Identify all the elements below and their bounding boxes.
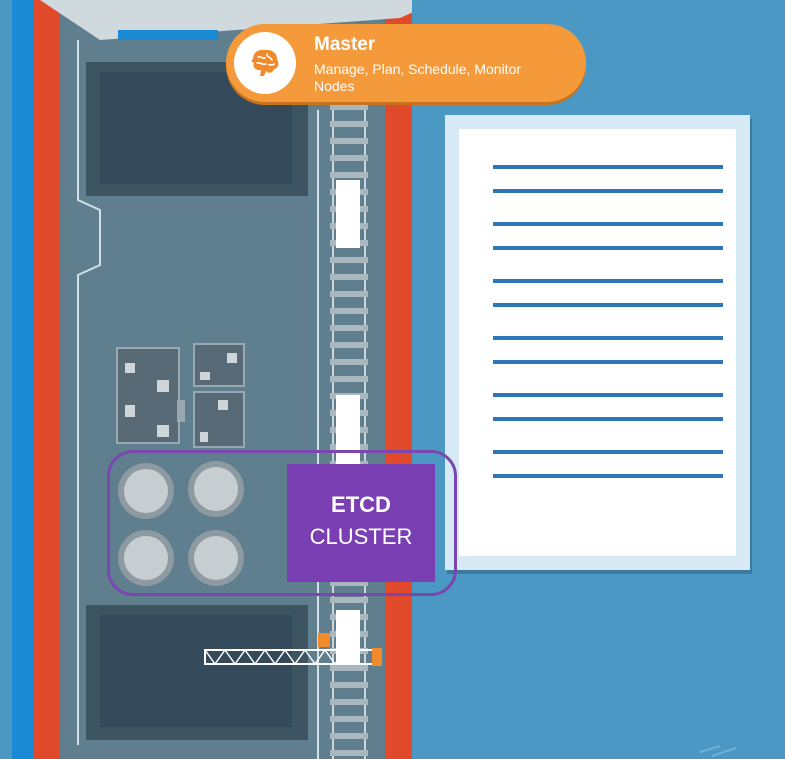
sea-wave-marks <box>699 745 737 757</box>
rail-tie <box>330 138 368 144</box>
document <box>445 115 750 570</box>
rail-tie <box>330 291 368 297</box>
deck-outline <box>77 40 101 745</box>
document-line <box>493 450 723 454</box>
cargo-hold-bottom-inner <box>100 615 292 727</box>
crate-detail <box>200 432 208 442</box>
rail-car <box>336 180 360 248</box>
rail-tie <box>330 376 368 382</box>
rail-tie <box>330 121 368 127</box>
crate-detail <box>200 372 210 380</box>
document-line <box>493 360 723 364</box>
crane-truss <box>204 648 346 666</box>
rail-tie <box>330 716 368 722</box>
document-line <box>493 474 723 478</box>
rail-tie <box>330 325 368 331</box>
etcd-subtitle: CLUSTER <box>309 524 413 549</box>
rail-tie <box>330 257 368 263</box>
rail-tie <box>330 597 368 603</box>
rail-tie <box>330 308 368 314</box>
document-line <box>493 279 723 283</box>
document-page <box>459 129 736 556</box>
etcd-disks <box>118 461 244 586</box>
document-line <box>493 246 723 250</box>
rail-tie <box>330 342 368 348</box>
master-description: Manage, Plan, Schedule, Monitor Nodes <box>314 61 522 94</box>
hull-red-stripe-left <box>34 0 62 759</box>
rail-tie <box>330 733 368 739</box>
rail-tie <box>330 699 368 705</box>
rail-tie <box>330 580 368 586</box>
cargo-crate-large <box>116 347 180 444</box>
crane-counterweight <box>372 648 382 666</box>
hull-blue-stripe <box>12 0 34 759</box>
rail-car <box>336 395 360 465</box>
ship-deck-illustration <box>40 0 412 759</box>
rail-tie <box>330 750 368 756</box>
rail-tie <box>330 665 368 671</box>
etcd-disk <box>188 461 244 517</box>
master-badge: Master Manage, Plan, Schedule, Monitor N… <box>226 24 586 102</box>
brain-icon <box>251 49 279 76</box>
document-line <box>493 417 723 421</box>
etcd-cluster-frame <box>107 450 457 596</box>
bow-window <box>118 30 218 40</box>
rail-tie <box>330 172 368 178</box>
master-title: Master <box>314 34 376 55</box>
rail-tie <box>330 104 368 110</box>
etcd-disk <box>118 530 174 586</box>
document-line <box>493 336 723 340</box>
crate-detail <box>227 353 237 363</box>
document-line <box>493 393 723 397</box>
etcd-disk <box>118 463 174 519</box>
rail-tie <box>330 359 368 365</box>
crane-cab <box>318 633 330 647</box>
etcd-title: ETCD <box>331 492 391 517</box>
document-line <box>493 189 723 193</box>
crate-detail <box>218 400 228 410</box>
crate-detail <box>177 400 185 422</box>
crate-detail <box>157 425 169 437</box>
hull-red-stripe-right <box>384 0 412 759</box>
document-line <box>493 165 723 169</box>
rail-tie <box>330 155 368 161</box>
document-line <box>493 303 723 307</box>
ship-hull <box>12 0 412 759</box>
crate-detail <box>125 405 135 417</box>
etcd-cluster-box: ETCD CLUSTER <box>287 464 435 582</box>
master-icon-circle <box>234 32 296 94</box>
crate-detail <box>157 380 169 392</box>
document-line <box>493 222 723 226</box>
rail-tie <box>330 274 368 280</box>
etcd-disk <box>188 530 244 586</box>
rail-tie <box>330 682 368 688</box>
crate-detail <box>125 363 135 373</box>
